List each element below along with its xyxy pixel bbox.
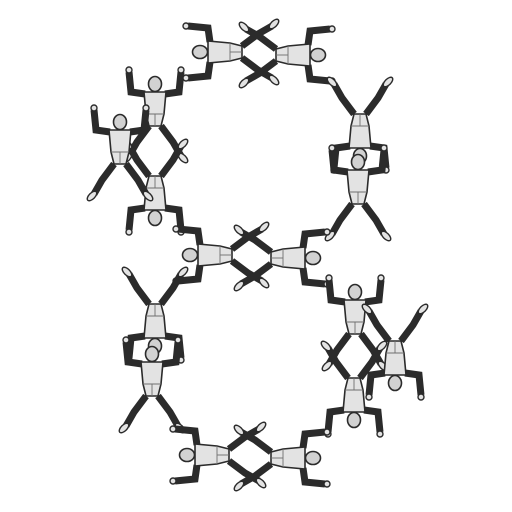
acrobat-figure [121,138,190,235]
acrobat-figure [324,145,393,242]
acrobat-figure [320,340,389,437]
acrobat-figure [238,21,335,90]
acrobat-figures [86,18,430,493]
acrobat-figure [86,105,155,202]
acrobat-figure [233,224,330,293]
acrobat-figure [118,337,187,434]
acrobat-figure [183,18,280,87]
acrobat-figure [233,424,330,493]
